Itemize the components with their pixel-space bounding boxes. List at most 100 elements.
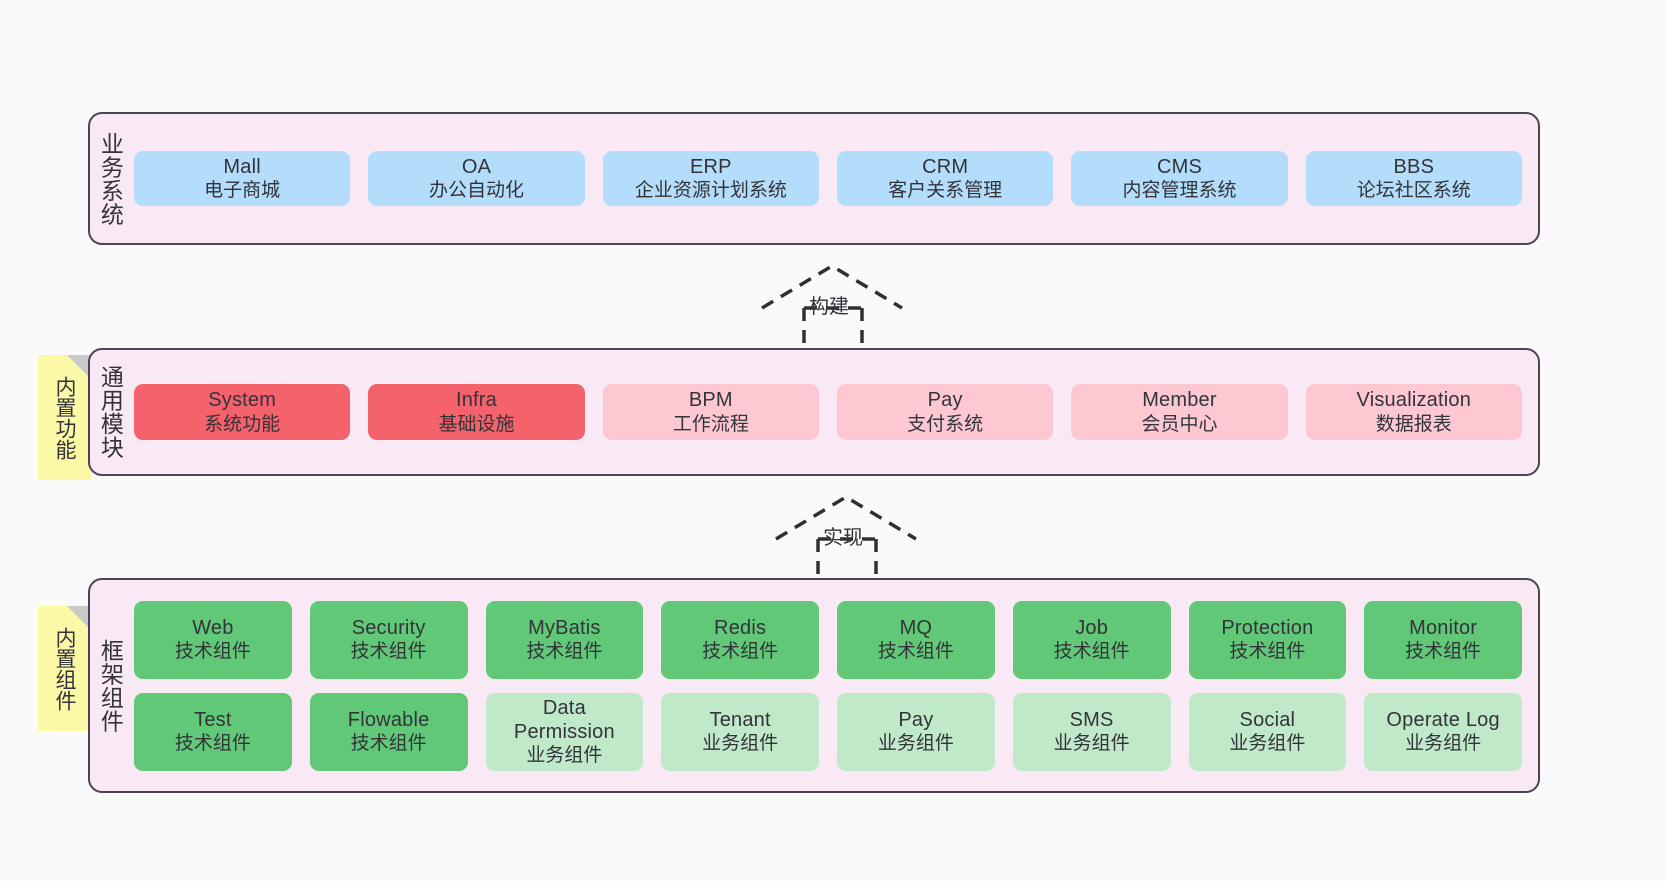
node-oa-subtitle: 办公自动化 — [428, 180, 524, 202]
layer-framework-components-label: 框架组件 — [97, 638, 124, 733]
node-erp-subtitle: 企业资源计划系统 — [634, 180, 787, 202]
node-web[interactable]: Web 技术组件 — [134, 600, 292, 679]
layer-framework-components-body: Web 技术组件 Security 技术组件 MyBatis 技术组件 Redi… — [130, 580, 1538, 791]
connector-implement: 实现 — [766, 489, 926, 581]
node-security-title: Security — [351, 616, 426, 639]
node-oa[interactable]: OA 办公自动化 — [368, 150, 585, 207]
node-tenant[interactable]: Tenant 业务组件 — [661, 692, 819, 771]
node-mall-title: Mall — [223, 155, 261, 178]
node-pay-component[interactable]: Pay 业务组件 — [837, 692, 995, 771]
connector-build: 构建 — [752, 258, 912, 350]
node-mq-title: MQ — [899, 616, 933, 639]
layer-framework-components: 框架组件 Web 技术组件 Security 技术组件 MyBatis 技术组件… — [88, 578, 1540, 793]
connector-build-arrow — [761, 263, 903, 350]
node-job-title: Job — [1075, 616, 1109, 639]
connector-build-label: 构建 — [809, 296, 849, 318]
node-job-subtitle: 技术组件 — [1053, 641, 1130, 663]
node-pay-module-title: Pay — [927, 389, 963, 412]
node-web-subtitle: 技术组件 — [174, 641, 251, 663]
node-social-title: Social — [1239, 708, 1296, 731]
layer-common-modules: 通用模块 System 系统功能 Infra 基础设施 BPM 工作流程 Pay… — [88, 348, 1540, 476]
node-flowable-subtitle: 技术组件 — [350, 733, 427, 755]
node-row: Mall 电子商城 OA 办公自动化 ERP 企业资源计划系统 CRM 客户关系… — [134, 150, 1522, 207]
node-pay-module[interactable]: Pay 支付系统 — [836, 384, 1054, 440]
node-bbs-title: BBS — [1393, 155, 1435, 178]
node-protection-subtitle: 技术组件 — [1229, 641, 1306, 663]
node-member[interactable]: Member 会员中心 — [1071, 384, 1288, 440]
node-system-subtitle: 系统功能 — [204, 413, 281, 435]
node-mybatis-title: MyBatis — [528, 616, 601, 639]
layer-common-modules-body: System 系统功能 Infra 基础设施 BPM 工作流程 Pay 支付系统… — [130, 350, 1538, 474]
node-crm-subtitle: 客户关系管理 — [888, 180, 1003, 202]
node-bpm-title: BPM — [688, 389, 733, 412]
node-infra[interactable]: Infra 基础设施 — [368, 384, 585, 440]
node-pay-component-title: Pay — [898, 708, 934, 731]
node-system[interactable]: System 系统功能 — [134, 384, 351, 440]
connector-implement-label: 实现 — [823, 527, 863, 549]
node-protection-title: Protection — [1221, 616, 1314, 639]
node-security[interactable]: Security 技术组件 — [309, 600, 468, 679]
node-social-subtitle: 业务组件 — [1229, 733, 1306, 755]
node-data-permission-title: Data Permission — [513, 696, 615, 743]
node-monitor-subtitle: 技术组件 — [1405, 641, 1482, 663]
node-bbs-subtitle: 论坛社区系统 — [1356, 180, 1471, 202]
node-security-subtitle: 技术组件 — [350, 641, 427, 663]
node-erp[interactable]: ERP 企业资源计划系统 — [602, 150, 819, 207]
layer-common-modules-label: 通用模块 — [97, 365, 124, 459]
layer-business-systems: 业务系统 Mall 电子商城 OA 办公自动化 ERP 企业资源计划系统 CRM… — [88, 112, 1540, 245]
node-bpm[interactable]: BPM 工作流程 — [602, 384, 819, 440]
node-flowable-title: Flowable — [347, 708, 430, 731]
node-data-permission-subtitle: 业务组件 — [526, 745, 603, 767]
node-redis-subtitle: 技术组件 — [702, 641, 779, 663]
node-system-title: System — [208, 389, 277, 412]
node-cms-title: CMS — [1156, 155, 1202, 178]
node-web-title: Web — [192, 616, 234, 639]
sticky-fold-corner-icon — [67, 355, 91, 379]
node-test-title: Test — [194, 708, 232, 731]
node-mybatis-subtitle: 技术组件 — [526, 641, 603, 663]
node-sms[interactable]: SMS 业务组件 — [1012, 692, 1171, 771]
node-row: Test 技术组件 Flowable 技术组件 Data Permission … — [134, 692, 1522, 771]
node-mall-subtitle: 电子商城 — [204, 180, 281, 202]
node-operate-log-title: Operate Log — [1386, 708, 1500, 731]
node-pay-module-subtitle: 支付系统 — [907, 413, 984, 435]
node-operate-log[interactable]: Operate Log 业务组件 — [1364, 692, 1522, 771]
sticky-fold-corner-icon — [67, 606, 91, 630]
node-test[interactable]: Test 技术组件 — [134, 692, 292, 771]
node-pay-component-subtitle: 业务组件 — [877, 733, 954, 755]
connector-implement-arrow — [775, 494, 917, 581]
node-crm-title: CRM — [922, 155, 969, 178]
node-infra-subtitle: 基础设施 — [438, 413, 515, 435]
node-row: System 系统功能 Infra 基础设施 BPM 工作流程 Pay 支付系统… — [134, 384, 1522, 440]
node-job[interactable]: Job 技术组件 — [1012, 600, 1171, 679]
sticky-note-builtin-components-text: 内置组件 — [53, 626, 77, 711]
node-tenant-title: Tenant — [709, 708, 771, 731]
node-bpm-subtitle: 工作流程 — [672, 413, 749, 435]
node-tenant-subtitle: 业务组件 — [702, 733, 779, 755]
node-mall[interactable]: Mall 电子商城 — [134, 150, 351, 207]
node-operate-log-subtitle: 业务组件 — [1405, 733, 1482, 755]
node-monitor[interactable]: Monitor 技术组件 — [1364, 600, 1522, 679]
node-social[interactable]: Social 业务组件 — [1188, 692, 1347, 771]
node-visualization-subtitle: 数据报表 — [1375, 413, 1452, 435]
node-mybatis[interactable]: MyBatis 技术组件 — [485, 600, 644, 679]
node-row: Web 技术组件 Security 技术组件 MyBatis 技术组件 Redi… — [134, 600, 1522, 679]
sticky-note-builtin-features-text: 内置功能 — [53, 375, 77, 460]
node-test-subtitle: 技术组件 — [174, 733, 251, 755]
node-mq[interactable]: MQ 技术组件 — [837, 600, 995, 679]
node-redis[interactable]: Redis 技术组件 — [661, 600, 819, 679]
node-cms-subtitle: 内容管理系统 — [1122, 180, 1237, 202]
node-data-permission[interactable]: Data Permission 业务组件 — [485, 692, 644, 771]
node-sms-subtitle: 业务组件 — [1053, 733, 1130, 755]
node-crm[interactable]: CRM 客户关系管理 — [836, 150, 1054, 207]
node-flowable[interactable]: Flowable 技术组件 — [309, 692, 468, 771]
node-visualization[interactable]: Visualization 数据报表 — [1305, 384, 1522, 440]
node-mq-subtitle: 技术组件 — [877, 641, 954, 663]
node-cms[interactable]: CMS 内容管理系统 — [1071, 150, 1288, 207]
sticky-note-builtin-components: 内置组件 — [38, 606, 91, 731]
layer-business-systems-label: 业务系统 — [97, 131, 124, 226]
node-protection[interactable]: Protection 技术组件 — [1188, 600, 1347, 679]
node-member-subtitle: 会员中心 — [1141, 413, 1218, 435]
node-bbs[interactable]: BBS 论坛社区系统 — [1305, 150, 1522, 207]
